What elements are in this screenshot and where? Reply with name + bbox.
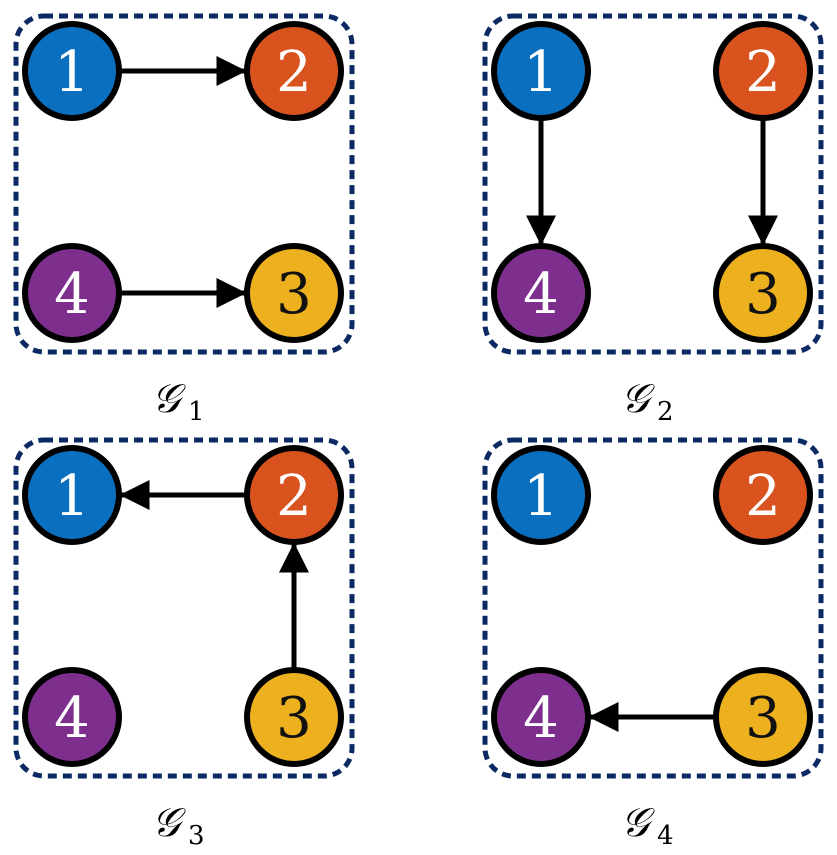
node-circle [491,243,591,343]
graph-caption: 𝒢 [152,800,187,846]
node-circle [22,21,122,121]
node-2: 2 [713,445,813,545]
node-label: 1 [523,464,559,529]
node-label: 4 [54,686,90,751]
node-label: 1 [523,40,559,105]
node-circle [491,667,591,767]
node-label: 1 [54,40,90,105]
graph-boundary-box [482,437,824,779]
graph-caption-subscript: 1 [188,397,205,427]
graph-boundary-box [482,13,824,355]
node-label: 3 [745,686,781,751]
node-4: 4 [22,667,122,767]
node-label: 1 [54,464,90,529]
node-label: 3 [745,262,781,327]
node-4: 4 [491,667,591,767]
node-label: 2 [276,40,312,105]
node-circle [491,21,591,121]
node-1: 1 [22,21,122,121]
node-3: 3 [244,667,344,767]
graph-boundary-box [13,13,355,355]
node-circle [244,21,344,121]
node-circle [244,243,344,343]
node-2: 2 [713,21,813,121]
node-4: 4 [22,243,122,343]
node-circle [244,667,344,767]
graph-boundary-box [13,437,355,779]
graph-caption-subscript: 2 [657,397,674,427]
graph-caption: 𝒢 [621,800,656,846]
node-circle [244,445,344,545]
node-circle [22,445,122,545]
node-3: 3 [244,243,344,343]
graph-caption-subscript: 3 [188,821,205,851]
node-circle [713,21,813,121]
node-1: 1 [22,445,122,545]
node-1: 1 [491,445,591,545]
node-label: 4 [54,262,90,327]
node-1: 1 [491,21,591,121]
node-3: 3 [713,243,813,343]
node-circle [713,445,813,545]
node-2: 2 [244,445,344,545]
node-3: 3 [713,667,813,767]
graph-caption: 𝒢 [152,376,187,422]
graph-caption: 𝒢 [621,376,656,422]
node-label: 2 [745,40,781,105]
node-label: 2 [745,464,781,529]
graph-caption-subscript: 4 [657,821,674,851]
node-circle [22,667,122,767]
node-label: 4 [523,262,559,327]
node-circle [713,667,813,767]
node-4: 4 [491,243,591,343]
node-label: 3 [276,686,312,751]
node-label: 2 [276,464,312,529]
node-label: 3 [276,262,312,327]
node-circle [491,445,591,545]
node-circle [22,243,122,343]
node-2: 2 [244,21,344,121]
node-circle [713,243,813,343]
node-label: 4 [523,686,559,751]
